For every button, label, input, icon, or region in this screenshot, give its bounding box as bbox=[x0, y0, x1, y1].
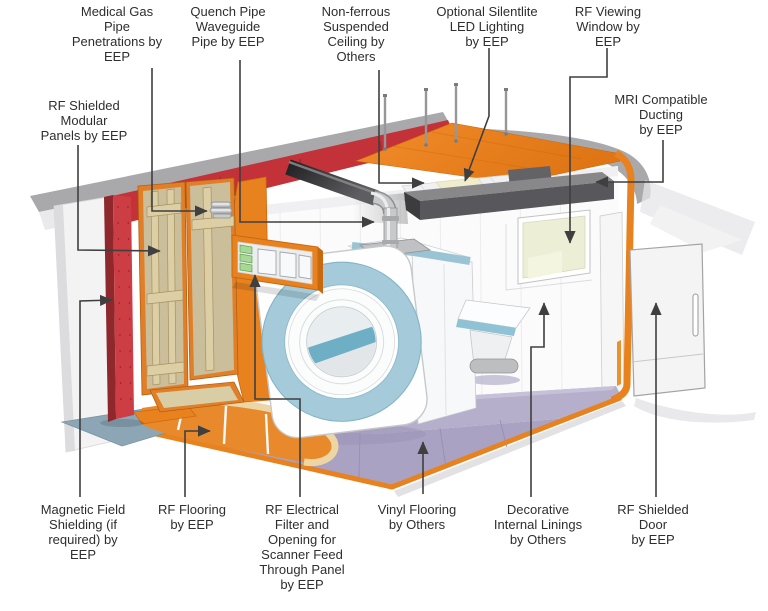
leader-rf-electrical-filter bbox=[249, 274, 301, 497]
patient-table bbox=[456, 299, 531, 374]
medical-gas-pipes bbox=[209, 201, 233, 219]
leader-magnetic-field-shielding bbox=[79, 294, 113, 497]
rf-modular-panels bbox=[137, 176, 271, 413]
rf-viewing-window bbox=[505, 209, 593, 291]
leader-lines bbox=[77, 48, 664, 497]
rf-ceiling-corner-band bbox=[610, 149, 635, 404]
outer-wall bbox=[53, 196, 119, 453]
leader-quench-pipe-waveguide bbox=[239, 60, 375, 228]
ceiling-hangers bbox=[383, 83, 508, 151]
leader-mri-compatible-ducting bbox=[595, 140, 664, 188]
rf-ceiling bbox=[354, 122, 635, 404]
leader-optional-silentlite-led-lighting bbox=[463, 48, 490, 182]
leader-non-ferrous-suspended-ceiling bbox=[378, 70, 425, 189]
leader-rf-flooring bbox=[184, 425, 211, 497]
leader-decorative-internal-linings bbox=[530, 302, 550, 497]
mri-scanner-front bbox=[255, 245, 428, 439]
leader-rf-shielded-modular-panels bbox=[77, 145, 161, 257]
corner-door-panel bbox=[599, 211, 625, 401]
leader-rf-viewing-window bbox=[564, 48, 608, 244]
mri-duct bbox=[352, 166, 614, 224]
door-handle bbox=[692, 293, 699, 337]
rf-shielded-door bbox=[629, 243, 756, 423]
leader-medical-gas-pipe-penetrations bbox=[151, 68, 208, 217]
